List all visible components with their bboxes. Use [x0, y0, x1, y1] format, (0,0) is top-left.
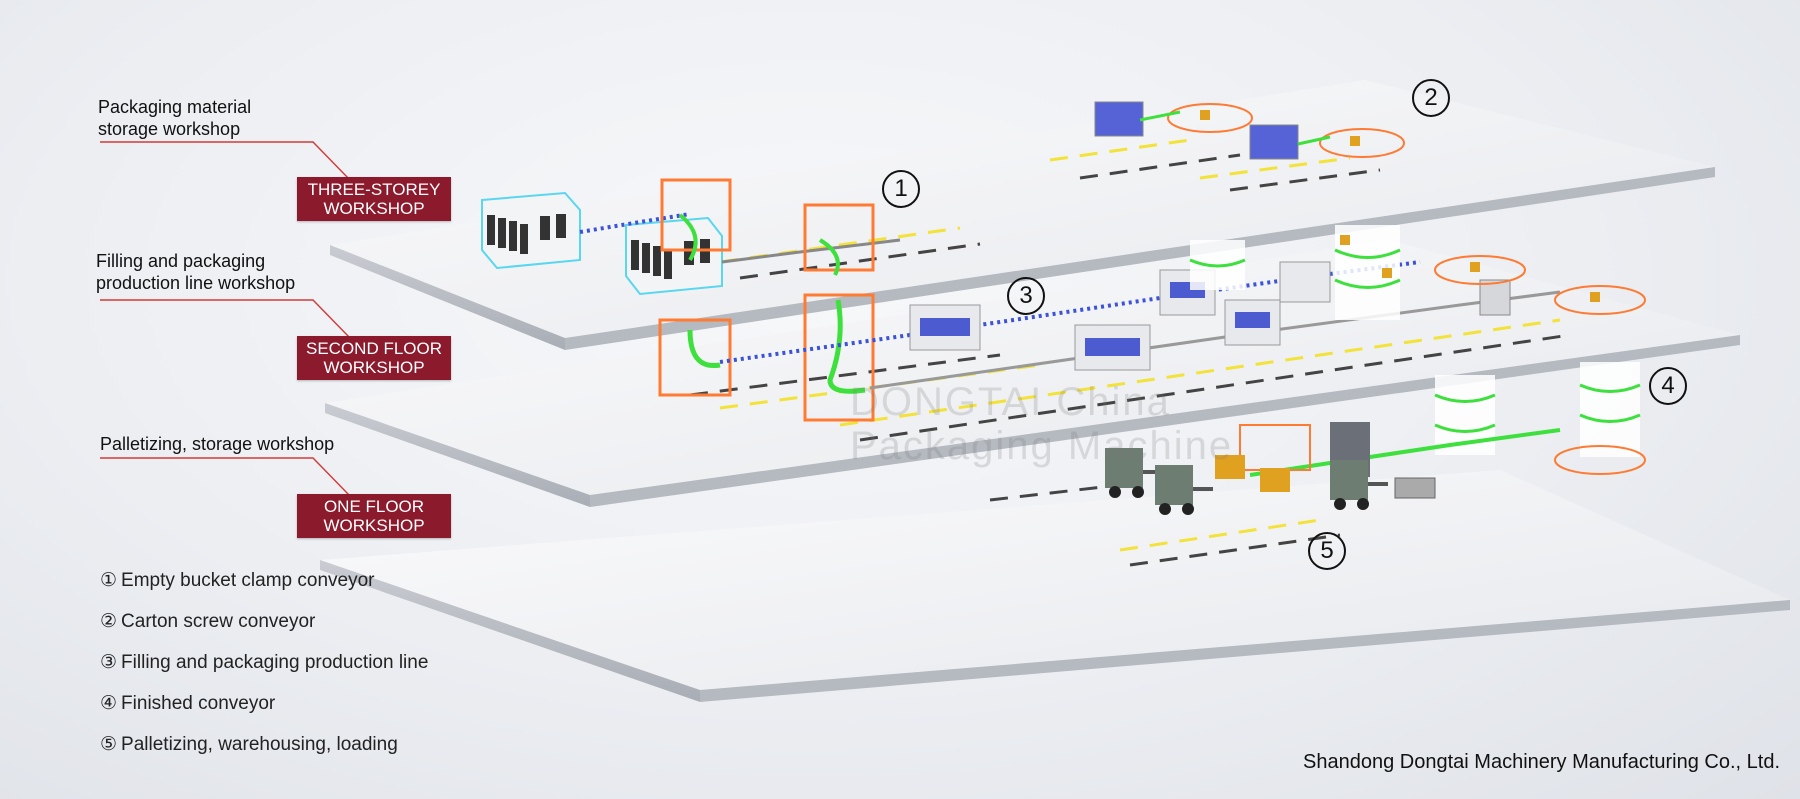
watermark-line: DONGTAI China	[850, 380, 1171, 424]
forklift	[1155, 465, 1213, 515]
legend-number: ①	[100, 570, 118, 591]
forklift	[1105, 448, 1163, 498]
label-palletizing-storage: Palletizing, storage workshop	[100, 433, 334, 455]
label-packaging-material-storage: Packaging material storage workshop	[98, 96, 251, 140]
marker-4: 4	[1649, 367, 1687, 405]
middle-floor-equipment	[658, 225, 1646, 422]
label-line: storage workshop	[98, 119, 241, 139]
legend-number: ⑤	[100, 734, 118, 755]
legend-text: Finished conveyor	[121, 693, 276, 714]
legend-text: Empty bucket clamp conveyor	[121, 570, 375, 591]
legend-text: Palletizing, warehousing, loading	[121, 734, 398, 755]
legend-text: Carton screw conveyor	[121, 611, 316, 632]
marker-2: 2	[1412, 79, 1450, 117]
tag-second-floor-workshop: SECOND FLOOR WORKSHOP	[297, 336, 451, 380]
label-line: Filling and packaging	[96, 251, 266, 271]
control-cabin	[481, 191, 581, 270]
label-line: production line workshop	[96, 273, 296, 293]
top-floor-equipment	[481, 101, 1405, 296]
legend-number: ④	[100, 693, 118, 714]
legend-number: ②	[100, 611, 118, 632]
bottom-floor-equipment	[1105, 362, 1646, 515]
legend-text: Filling and packaging production line	[121, 652, 429, 673]
label-line: Packaging material	[98, 97, 252, 117]
legend-number: ③	[100, 652, 118, 673]
tag-line: ONE FLOOR	[323, 497, 425, 516]
marker-5: 5	[1308, 532, 1346, 570]
floor-slab-one	[320, 470, 1790, 702]
tag-three-storey-workshop: THREE-STOREY WORKSHOP	[297, 177, 451, 221]
tag-line: WORKSHOP	[323, 358, 425, 377]
watermark-line: Packaging Machine	[850, 424, 1234, 468]
marker-3: 3	[1007, 277, 1045, 315]
label-line: Palletizing, storage workshop	[100, 434, 335, 454]
label-filling-packaging-line: Filling and packaging production line wo…	[96, 250, 295, 294]
control-cabin	[625, 216, 723, 296]
tag-one-floor-workshop: ONE FLOOR WORKSHOP	[297, 494, 451, 538]
tag-line: SECOND FLOOR	[305, 339, 443, 358]
watermark: DONGTAI China Packaging Machine	[850, 380, 1233, 468]
leader-lines	[100, 141, 351, 497]
forklift	[1330, 460, 1388, 510]
tag-line: WORKSHOP	[323, 199, 425, 218]
marker-1: 1	[882, 170, 920, 208]
company-name: Shandong Dongtai Machinery Manufacturing…	[1303, 751, 1780, 773]
tag-line: THREE-STOREY	[307, 180, 441, 199]
tag-line: WORKSHOP	[323, 516, 425, 535]
